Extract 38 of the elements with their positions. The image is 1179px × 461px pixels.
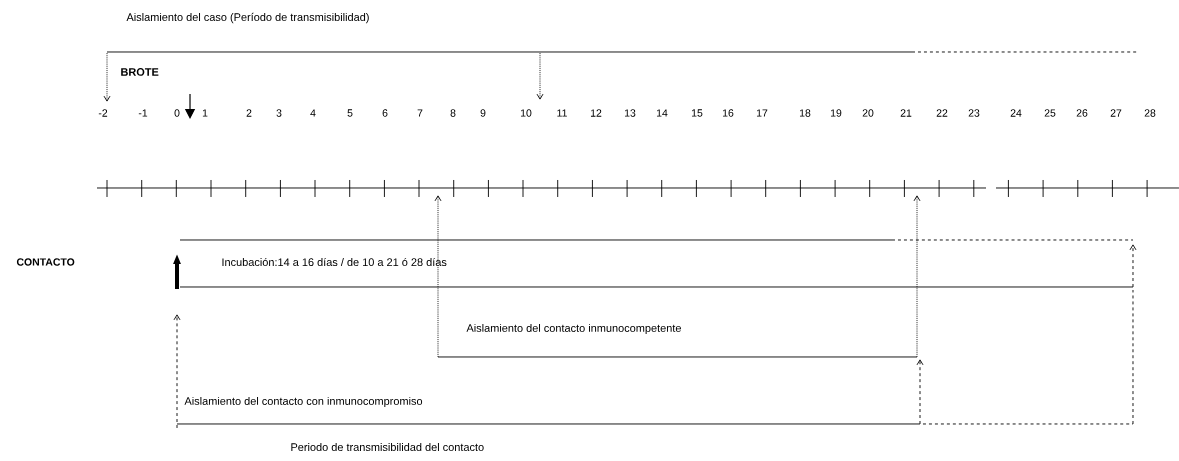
period-label: Aislamiento del contacto inmunocompetente [466, 323, 681, 335]
day-number: 6 [382, 109, 388, 117]
day-number: 11 [557, 109, 567, 117]
day-number: 0 [174, 109, 180, 117]
day-number: 26 [1076, 109, 1088, 117]
day-number: 24 [1010, 109, 1022, 117]
day-number: 25 [1044, 109, 1056, 117]
outbreak-label: BROTE [121, 68, 159, 76]
day-number: 13 [625, 109, 636, 117]
day-number: 4 [310, 109, 316, 117]
contact-label: CONTACTO [16, 258, 75, 266]
period-label: Incubación:14 a 16 días / de 10 a 21 ó 28 días [222, 257, 447, 267]
day-number: 3 [276, 109, 282, 117]
day-number: 9 [480, 109, 486, 117]
day-number: 16 [723, 109, 734, 117]
day-number: 1 [202, 109, 208, 117]
day-number: 20 [862, 109, 874, 117]
day-number: 22 [936, 109, 948, 117]
day-number: 2 [246, 109, 252, 117]
day-number: 18 [800, 109, 811, 117]
day-number: 7 [417, 109, 423, 117]
day-number: 21 [900, 109, 912, 117]
heading: Aislamiento del caso (Período de transmisibilidad) [126, 12, 369, 24]
day-number: 10 [521, 109, 532, 117]
day-number: -1 [138, 109, 148, 117]
day-number: 5 [347, 109, 353, 117]
day-number: 28 [1144, 109, 1156, 117]
day-number: 23 [968, 109, 980, 117]
day-number: 8 [450, 109, 456, 117]
day-number: 19 [831, 109, 842, 117]
day-number: 12 [591, 109, 602, 117]
day-number: 27 [1110, 109, 1122, 117]
period-label: Periodo de transmisibilidad del contacto [291, 442, 484, 451]
period-label: Aislamiento del contacto con inmunocompromiso [184, 396, 423, 408]
day-number: 14 [657, 109, 668, 117]
day-number: 17 [757, 109, 768, 117]
day-number: -2 [98, 109, 108, 117]
day-number: 15 [692, 109, 703, 117]
